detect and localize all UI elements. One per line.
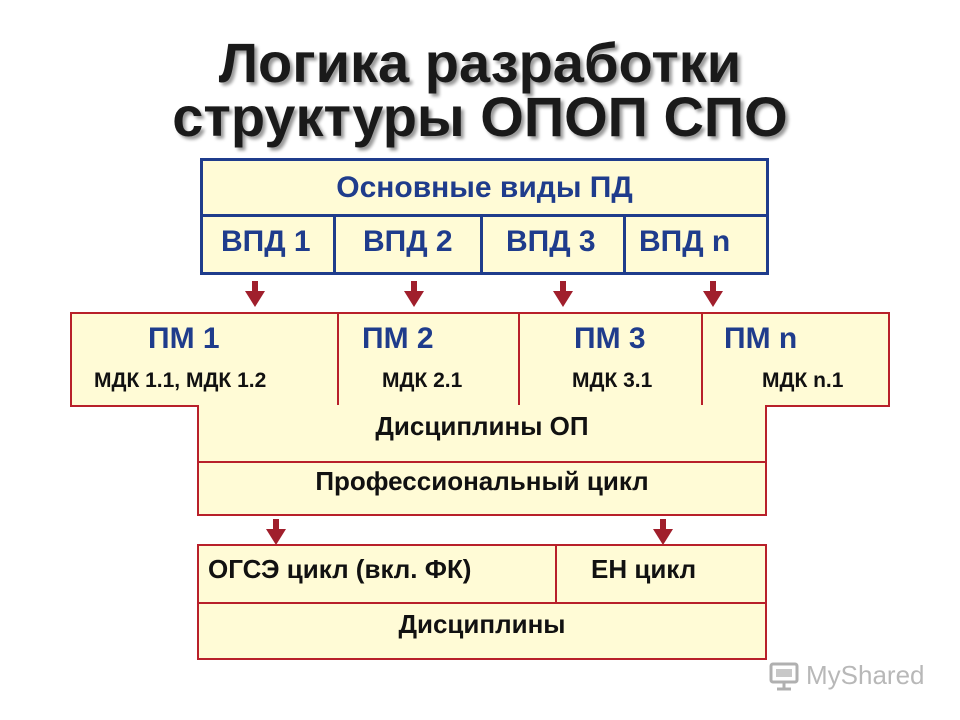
pm-4-name: ПМ n [724,322,798,355]
vpd-sep-1 [333,217,336,272]
arrow-down-icon [653,519,673,545]
vpd-item-4: ВПД n [639,225,731,258]
vpd-sep-3 [623,217,626,272]
arrow-down-icon [703,281,723,307]
pm-sep-1 [337,314,339,405]
en-cycle-label: ЕН цикл [591,554,697,584]
presentation-board-icon [769,662,799,691]
pm-box: ПМ 1 МДК 1.1, МДК 1.2 ПМ 2 МДК 2.1 ПМ 3 … [70,312,890,407]
vpd-item-2: ВПД 2 [363,225,453,258]
prof-disciplines-label: Дисциплины ОП [375,411,589,441]
prof-divider [199,461,765,463]
vpd-sep-2 [480,217,483,272]
vpd-item-3: ВПД 3 [506,225,596,258]
arrow-down-icon [404,281,424,307]
arrow-down-icon [266,519,286,545]
ogse-cycle-label: ОГСЭ цикл (вкл. ФК) [208,554,472,584]
general-sep [555,546,557,602]
pm-4-mdk: МДК n.1 [762,369,844,392]
title-line-2: структуры ОПОП СПО [172,85,788,148]
title-line-1: Логика разработки [218,31,742,94]
vpd-item-1: ВПД 1 [221,225,311,258]
pm-3-name: ПМ 3 [574,322,646,355]
pm-2-name: ПМ 2 [362,322,434,355]
pm-2-mdk: МДК 2.1 [382,369,463,392]
prof-cycle-label: Профессиональный цикл [315,466,649,496]
vpd-header: Основные виды ПД [336,171,633,204]
watermark-brand: MyShared [806,660,925,690]
pm-1-name: ПМ 1 [148,322,220,355]
prof-cycle-box: Дисциплины ОП Профессиональный цикл [197,405,767,516]
general-divider [199,602,765,604]
pm-3-mdk: МДК 3.1 [572,369,653,392]
myshared-watermark: MyShared [768,658,928,694]
arrow-down-icon [553,281,573,307]
vpd-box: Основные виды ПД ВПД 1 ВПД 2 ВПД 3 ВПД n [200,158,769,275]
general-cycle-box: ОГСЭ цикл (вкл. ФК) ЕН цикл Дисциплины [197,544,767,660]
vpd-divider [203,214,766,217]
general-disciplines-label: Дисциплины [398,609,566,639]
arrow-down-icon [245,281,265,307]
pm-sep-3 [701,314,703,405]
pm-1-mdk: МДК 1.1, МДК 1.2 [94,369,267,392]
pm-sep-2 [518,314,520,405]
